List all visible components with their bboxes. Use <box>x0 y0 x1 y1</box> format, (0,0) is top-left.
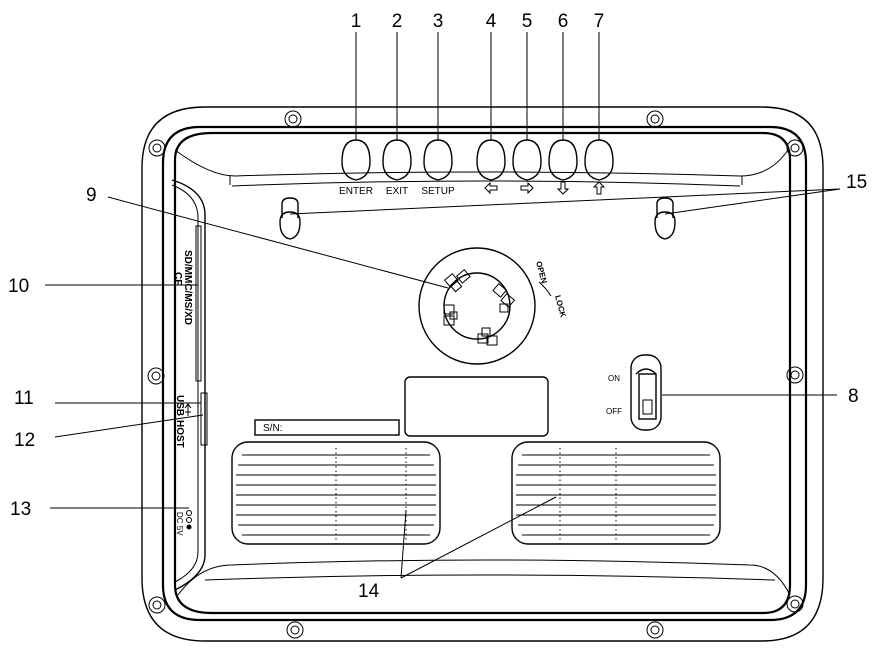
screw-icon <box>646 621 664 639</box>
callout-7: 7 <box>594 11 605 32</box>
callout-12: 12 <box>14 430 35 451</box>
callout-8: 8 <box>848 386 859 407</box>
power-switch[interactable] <box>630 354 662 431</box>
bottom-ridge-line <box>204 574 776 581</box>
usb-icon <box>184 403 192 416</box>
top-ridge <box>174 149 789 177</box>
setup-button[interactable] <box>423 139 453 181</box>
frame-bezel <box>161 125 808 622</box>
arrow-left-icon <box>484 181 498 195</box>
callout-1: 1 <box>351 11 362 32</box>
open-mark: OPEN <box>534 260 549 284</box>
control-buttons: ENTER EXIT SETUP <box>339 139 614 197</box>
screw-icon <box>148 596 166 614</box>
switch-on-label: ON <box>608 374 620 383</box>
usb-label: USB <box>174 395 185 416</box>
callout-13: 13 <box>10 499 31 520</box>
exit-label: EXIT <box>386 186 408 197</box>
dc-jack-icon <box>186 510 192 530</box>
usb-host-label: HOST <box>174 420 185 448</box>
wall-hanger-right <box>654 197 676 240</box>
top-ridge-inner <box>229 176 743 185</box>
callout-4: 4 <box>486 11 497 32</box>
up-button[interactable] <box>584 139 614 181</box>
setup-label: SETUP <box>421 186 455 197</box>
screw-icon <box>786 595 804 613</box>
arrow-down-icon <box>556 181 570 195</box>
enter-label: ENTER <box>339 186 373 197</box>
callout-2: 2 <box>392 11 403 32</box>
callout-15: 15 <box>846 172 867 193</box>
side-panel <box>171 179 208 591</box>
enter-button[interactable] <box>341 139 371 181</box>
label-plate <box>404 376 549 437</box>
dc-label: DC 5V <box>175 512 184 536</box>
mount-screws <box>147 110 804 639</box>
usb-host-port[interactable] <box>200 392 208 446</box>
callout-14: 14 <box>358 581 380 602</box>
leader-lines <box>45 32 841 579</box>
callout-5: 5 <box>522 11 533 32</box>
bottom-ridge <box>177 559 791 596</box>
cf-slot-label: CF <box>172 272 183 285</box>
wall-hanger-left <box>279 197 301 240</box>
back-panel <box>173 131 792 615</box>
callouts: 1 2 3 4 5 6 7 8 9 10 11 12 13 14 15 <box>8 11 867 602</box>
top-ridge-line <box>231 180 741 187</box>
screw-icon <box>148 139 166 157</box>
callout-11: 11 <box>14 388 34 409</box>
speaker-grille-left <box>231 441 441 545</box>
arrow-right-icon <box>520 181 534 195</box>
speaker-grille-right <box>511 441 721 545</box>
exit-button[interactable] <box>382 139 412 181</box>
switch-off-label: OFF <box>606 407 622 416</box>
screw-icon <box>284 110 302 128</box>
callout-9: 9 <box>86 185 97 206</box>
lock-mark: LOCK <box>553 294 568 318</box>
screw-icon <box>646 110 664 128</box>
mount-rotation-icon <box>538 281 552 297</box>
callout-6: 6 <box>558 11 569 32</box>
arrow-up-icon <box>592 181 606 195</box>
down-button[interactable] <box>548 139 578 181</box>
card-slot[interactable] <box>195 225 202 382</box>
left-button[interactable] <box>476 139 506 181</box>
serial-box <box>254 419 400 436</box>
serial-label: S/N: <box>263 423 282 434</box>
screw-icon <box>147 367 165 385</box>
screw-icon <box>286 621 304 639</box>
screw-icon <box>786 139 804 157</box>
callout-10: 10 <box>8 276 29 297</box>
callout-3: 3 <box>433 11 444 32</box>
card-slot-label: SD/MMC/MS/XD <box>182 250 193 325</box>
stand-mount: OPEN LOCK <box>418 247 568 365</box>
outer-housing <box>141 106 824 642</box>
screw-icon <box>786 366 804 384</box>
right-button[interactable] <box>512 139 542 181</box>
